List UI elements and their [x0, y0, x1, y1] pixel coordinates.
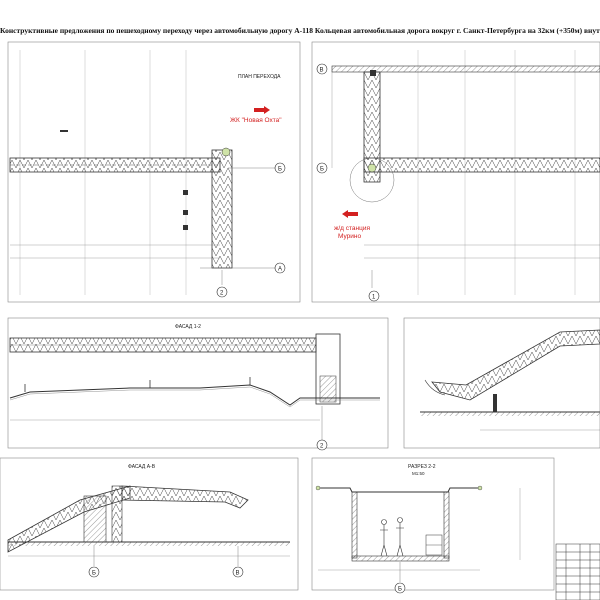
plan-left-panel: ПЛАН ПЕРЕХОДА ЖК "Новая Охта" Б А 2: [7, 41, 301, 303]
direction-arrow-right-icon: [254, 106, 270, 114]
facade-12-panel: ФАСАД 1-2 2: [7, 317, 389, 451]
facade-12-tower: [315, 333, 341, 405]
section-22-label: РАЗРЕЗ 2-2: [408, 464, 436, 470]
plan-left-axis-a: А: [278, 267, 282, 273]
plan-right-panel: В Б 1 ж/д станция Мурино: [311, 41, 600, 303]
facade-av-label: ФАСАД А-В: [128, 464, 156, 470]
facade-av-deck: [121, 485, 249, 509]
stair-elevation-panel: [403, 317, 600, 449]
plan-right-axis-b: Б: [320, 167, 324, 173]
plan-left-stair: [211, 149, 233, 269]
plan-left-axis-2: 2: [220, 291, 224, 297]
plan-right-axis-v: В: [320, 68, 324, 74]
section-22-scale: М1:50: [412, 471, 425, 476]
plan-left-label: ПЛАН ПЕРЕХОДА: [238, 74, 281, 80]
facade-av-axis-v: В: [236, 571, 240, 577]
direction-arrow-left-icon: [342, 210, 358, 218]
sheet-title: Конструктивные предложения по пешеходном…: [0, 26, 600, 35]
stair-elevation-truss: [431, 329, 600, 401]
facade-av-panel: ФАСАД А-В Б В: [0, 457, 299, 591]
section-22-panel: РАЗРЕЗ 2-2 М1:50 Б: [311, 457, 555, 594]
facade-av-axis-b: Б: [92, 571, 96, 577]
plan-left-destination: ЖК "Новая Охта": [230, 117, 282, 124]
plan-right-destination-2: Мурино: [338, 233, 362, 240]
plan-right-axis-1: 1: [372, 295, 376, 301]
person-figures-icon: [380, 517, 404, 557]
title-block: [555, 543, 600, 600]
facade-12-label: ФАСАД 1-2: [175, 324, 201, 330]
plan-left-axis-b: Б: [278, 167, 282, 173]
facade-12-axis-2: 2: [320, 444, 324, 450]
plan-right-deck: [363, 157, 600, 173]
section-22-axis-b: Б: [398, 587, 402, 593]
plan-right-destination-1: ж/д станция: [334, 225, 370, 232]
